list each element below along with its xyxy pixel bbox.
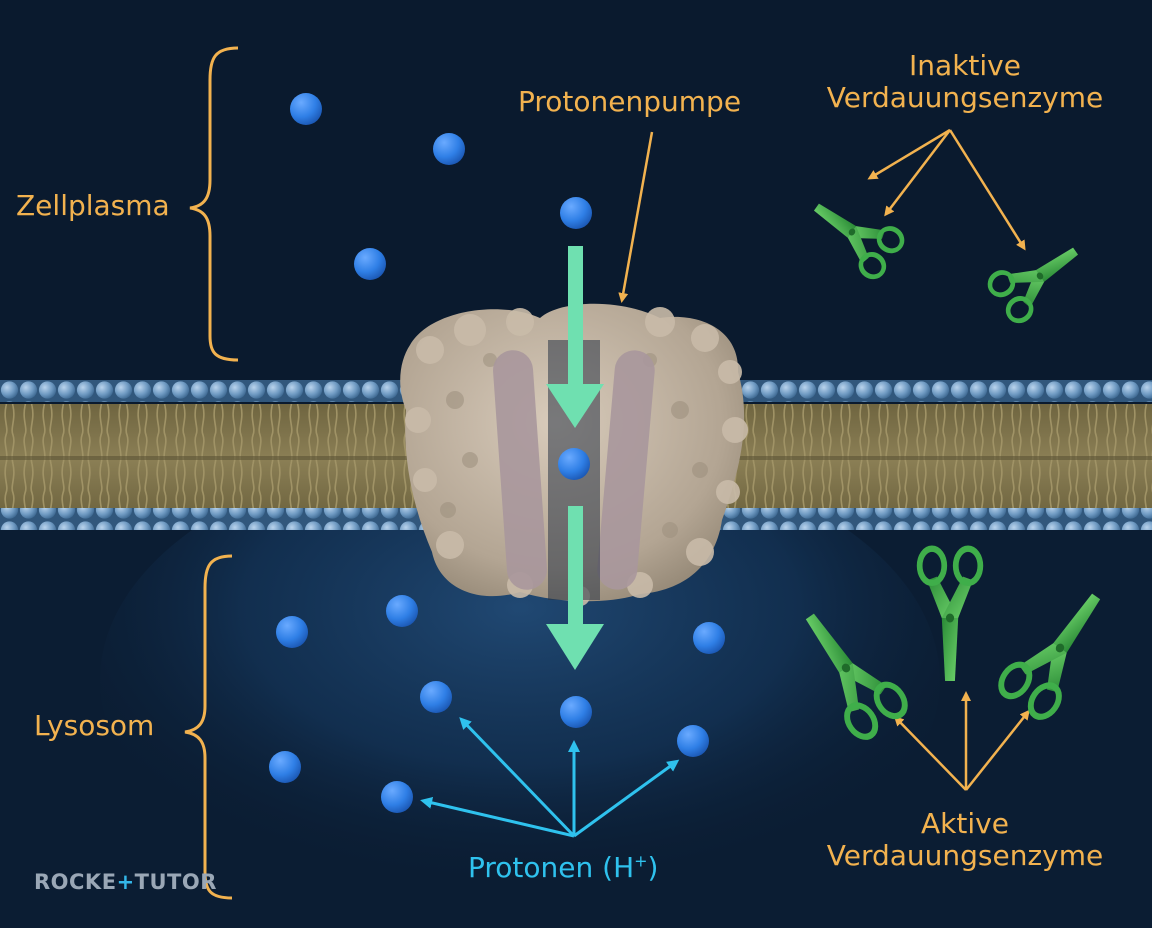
inactive-enzymes-line2: Verdauungsenzyme xyxy=(826,81,1104,115)
active-enzymes-label: Aktive Verdauungsenzyme xyxy=(810,807,1120,873)
pump-label: Protonenpumpe xyxy=(518,85,742,118)
proton-particles xyxy=(269,93,725,813)
active-enzymes-line2: Verdauungsenzyme xyxy=(826,839,1104,873)
inactive-enzymes-line1: Inaktive xyxy=(909,49,1021,82)
brand-part1: ROCKE xyxy=(34,870,117,894)
lysosome-label: Lysosom xyxy=(34,709,155,742)
lysosome-bracket xyxy=(184,554,233,900)
proton-pointer-arrows xyxy=(420,717,680,838)
inactive-enzyme-arrows xyxy=(867,128,1026,251)
active-enzymes-line1: Aktive xyxy=(921,807,1009,840)
pump-pointer-arrow xyxy=(618,131,654,303)
inactive-enzymes-label: Inaktive Verdauungsenzyme xyxy=(810,49,1120,115)
protons-label-text: Protonen (H xyxy=(468,851,635,884)
brand-part2: TUTOR xyxy=(134,870,217,894)
protons-label: Protonen (H+) xyxy=(468,851,659,884)
cytoplasm-label: Zellplasma xyxy=(16,189,170,222)
proton-flow-arrows xyxy=(546,246,604,670)
active-enzyme-arrows xyxy=(893,691,1030,791)
protons-label-close: ) xyxy=(647,851,659,884)
protons-label-superscript: + xyxy=(634,851,648,871)
brand-plus: + xyxy=(116,870,135,894)
cytoplasm-bracket xyxy=(189,46,239,362)
brand-logo: ROCKE+TUTOR xyxy=(34,870,217,894)
